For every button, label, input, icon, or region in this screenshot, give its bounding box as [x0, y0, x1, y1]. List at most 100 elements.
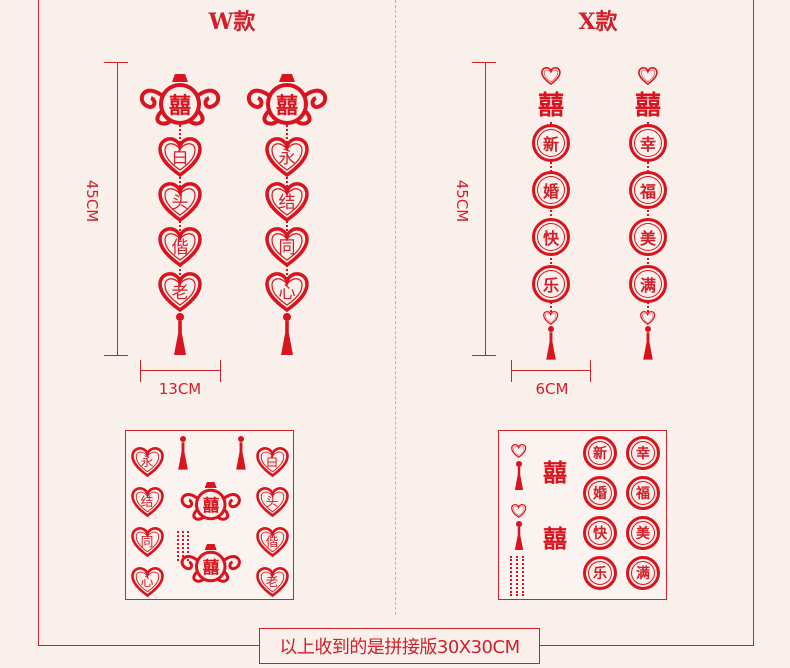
double-happiness-character: 囍	[202, 496, 220, 515]
charm-character: 永	[140, 454, 154, 470]
tassel-bead	[179, 436, 187, 443]
heart-charm: 永	[265, 137, 309, 177]
charm-character: 偕	[171, 237, 189, 258]
tassel	[178, 442, 188, 470]
tick	[140, 360, 141, 382]
double-happiness-character: 囍	[543, 458, 567, 487]
tick	[104, 62, 128, 63]
heart-charm: 心	[130, 567, 164, 597]
tassel	[643, 332, 653, 360]
heart-charm: 偕	[255, 527, 289, 557]
charm-character: 心	[278, 282, 296, 303]
double-happiness-character: 囍	[531, 85, 571, 122]
tassel	[236, 442, 246, 470]
double-happiness-character: 囍	[168, 93, 191, 119]
round-charm: 美	[629, 218, 667, 256]
round-charm: 新	[532, 124, 570, 162]
heart-charm	[640, 311, 656, 325]
tassel-bead	[516, 461, 522, 467]
round-charm: 满	[629, 265, 667, 303]
charm-character: 老	[265, 574, 279, 590]
w-sticker-sheet: 永结同心白头偕老囍囍	[125, 430, 294, 600]
w-height-line	[117, 62, 118, 356]
round-charm: 福	[626, 476, 660, 510]
charm-character: 结	[278, 192, 296, 213]
charm-character: 头	[265, 494, 279, 510]
heart-charm	[541, 67, 561, 85]
tassel-bead	[237, 436, 245, 443]
charm-character: 头	[171, 192, 189, 213]
w-width-label: 13CM	[158, 380, 202, 398]
x-sticker-sheet: 新婚快乐幸福美满囍囍	[498, 430, 667, 600]
round-charm: 满	[626, 556, 660, 590]
tassel-bead	[283, 313, 291, 321]
round-charm: 乐	[583, 556, 617, 590]
charm-character: 偕	[265, 534, 279, 550]
heart-charm	[638, 67, 658, 85]
round-charm: 快	[583, 516, 617, 550]
round-charm: 婚	[583, 476, 617, 510]
w-style-title: W款	[208, 9, 256, 35]
x-height-label: 45CM	[453, 179, 471, 223]
charm-character: 同	[278, 237, 296, 258]
heart-charm: 同	[130, 527, 164, 557]
heart-charm: 老	[255, 567, 289, 597]
double-happiness-character: 囍	[543, 524, 567, 553]
tick	[472, 355, 496, 356]
tick	[472, 62, 496, 63]
double-happiness-character: 囍	[202, 558, 220, 577]
heart-charm: 白	[158, 137, 202, 177]
heart-charm	[543, 311, 559, 325]
tick	[590, 360, 591, 382]
knot-ornament: 囍	[177, 541, 245, 586]
heart-charm: 结	[130, 487, 164, 517]
chain	[177, 531, 179, 561]
round-charm: 乐	[532, 265, 570, 303]
center-divider	[395, 0, 396, 615]
heart-charm: 偕	[158, 227, 202, 267]
round-charm: 快	[532, 218, 570, 256]
charm-character: 白	[265, 454, 279, 470]
heart-charm: 头	[158, 182, 202, 222]
x-width-label: 6CM	[535, 380, 569, 398]
charm-character: 同	[140, 534, 154, 550]
heart-charm: 永	[130, 447, 164, 477]
tassel-bead	[644, 326, 652, 333]
heart-charm: 头	[255, 487, 289, 517]
double-happiness-character: 囍	[275, 93, 298, 119]
heart-charm	[511, 504, 527, 518]
knot-ornament: 囍	[177, 479, 245, 524]
tassel-bead	[547, 326, 555, 333]
tick	[104, 355, 128, 356]
chain	[522, 556, 524, 596]
heart-charm: 心	[265, 272, 309, 312]
tick	[511, 360, 512, 382]
chain	[187, 531, 189, 561]
chain	[516, 556, 518, 596]
tick	[220, 360, 221, 382]
charm-character: 老	[171, 282, 189, 303]
round-charm: 婚	[532, 171, 570, 209]
tassel	[546, 332, 556, 360]
round-charm: 幸	[629, 124, 667, 162]
heart-charm: 同	[265, 227, 309, 267]
chain	[510, 556, 512, 596]
w-height-label: 45CM	[83, 179, 101, 223]
heart-charm: 老	[158, 272, 202, 312]
tassel-bead	[516, 521, 522, 527]
chain	[182, 531, 184, 561]
double-happiness-character: 囍	[628, 85, 668, 122]
tassel-bead	[176, 313, 184, 321]
tassel	[514, 526, 524, 551]
heart-charm	[511, 444, 527, 458]
x-height-line	[485, 62, 486, 356]
round-charm: 福	[629, 171, 667, 209]
round-charm: 美	[626, 516, 660, 550]
knot-ornament: 囍	[135, 70, 225, 130]
charm-character: 永	[278, 147, 296, 168]
charm-character: 心	[140, 574, 154, 590]
heart-charm: 白	[255, 447, 289, 477]
footer-note: 以上收到的是拼接版30X30CM	[259, 628, 540, 664]
round-charm: 新	[583, 436, 617, 470]
heart-charm: 结	[265, 182, 309, 222]
